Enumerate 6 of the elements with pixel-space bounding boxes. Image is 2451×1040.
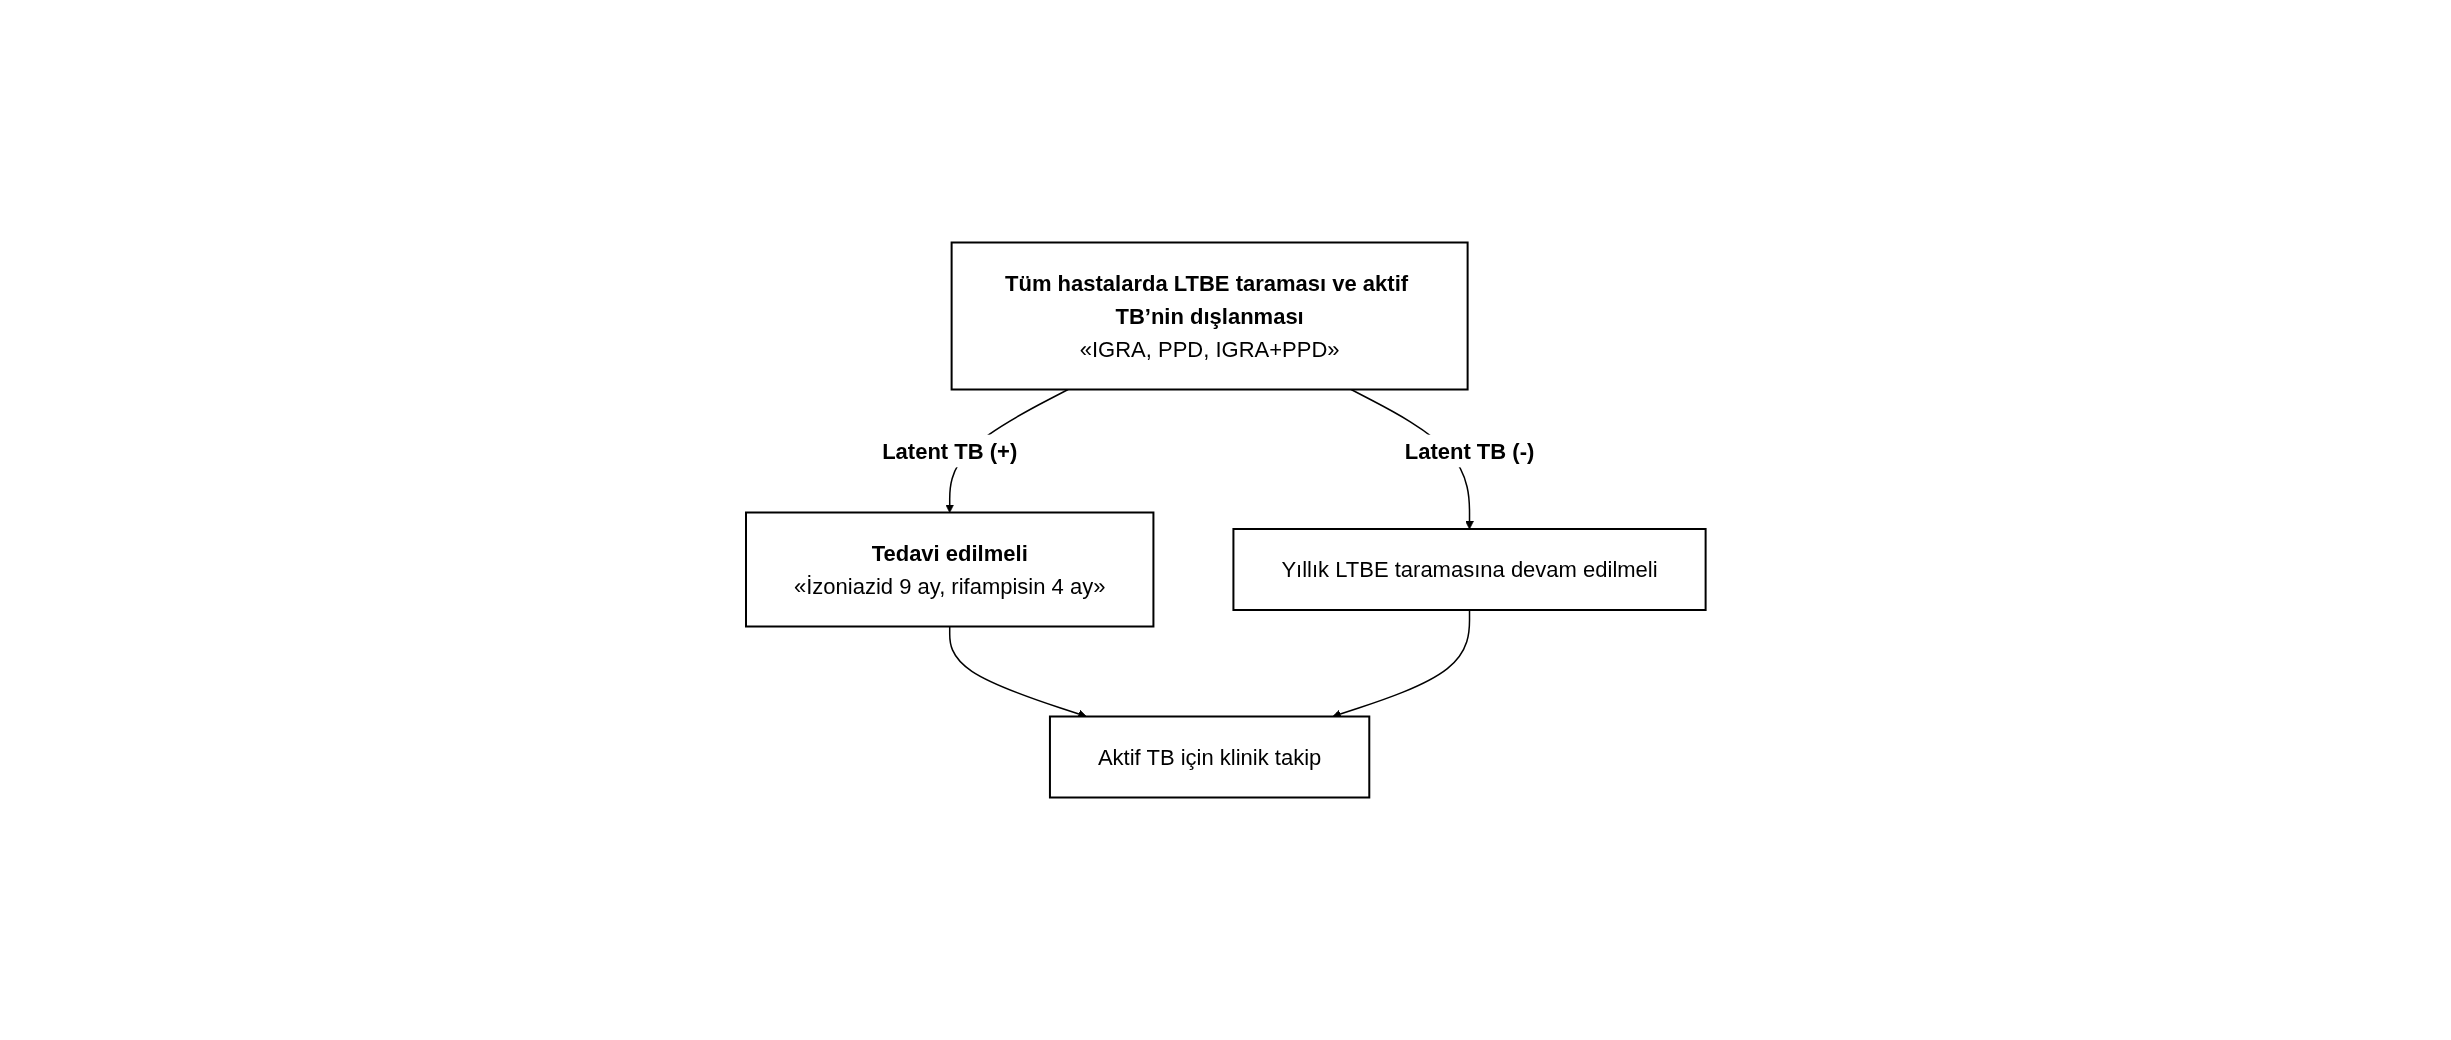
edge-label: Latent TB (+) <box>881 438 1017 464</box>
node-box: Aktif TB için klinik takip <box>1048 715 1370 799</box>
edge-label: Latent TB (-) <box>1404 438 1534 464</box>
node-box: Tedavi edilmeli «İzoniazid 9 ay, rifampisin 4 ay» <box>744 511 1155 628</box>
node-box: Tüm hastalarda LTBE taraması ve aktif TB’nin dışlanması «IGRA, PPD, IGRA+PPD» <box>950 241 1469 391</box>
node-box: Yıllık LTBE taramasına devam edilmeli <box>1232 528 1707 611</box>
